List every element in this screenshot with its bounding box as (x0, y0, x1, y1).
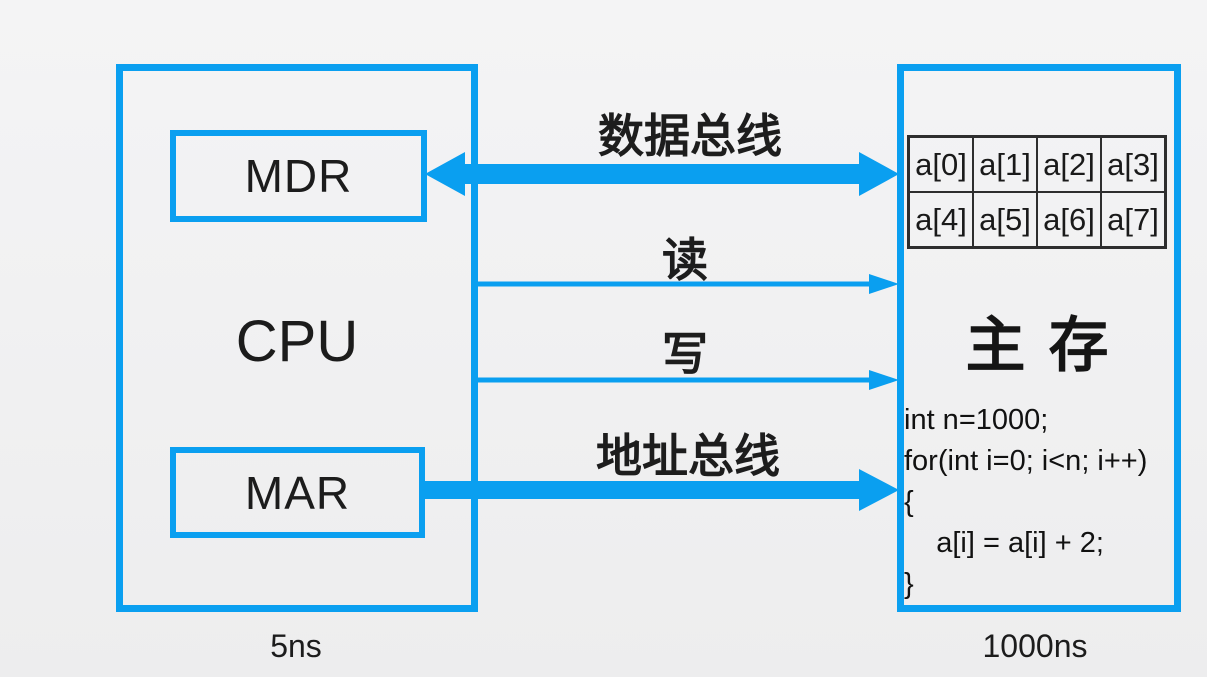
mar-box: MAR (170, 447, 425, 538)
memory-array-table: a[0] a[1] a[2] a[3] a[4] a[5] a[6] a[7] (907, 135, 1167, 249)
code-line: for(int i=0; i<n; i++) (904, 445, 1148, 477)
code-line: { (904, 486, 914, 518)
memory-title: 主 存 (965, 313, 1113, 379)
code-line: int n=1000; (904, 404, 1049, 436)
array-cell: a[6] (1037, 192, 1101, 247)
mdr-box: MDR (170, 130, 427, 222)
mar-label: MAR (244, 466, 351, 519)
address-bus-label: 地址总线 (596, 431, 780, 482)
array-cell: a[5] (973, 192, 1037, 247)
mdr-label: MDR (244, 150, 353, 202)
array-cell: a[4] (909, 192, 973, 247)
code-line: } (904, 568, 914, 600)
data-bus-label: 数据总线 (598, 111, 782, 162)
array-cell: a[3] (1101, 137, 1165, 192)
code-line: a[i] = a[i] + 2; (904, 527, 1104, 559)
memory-code: int n=1000; for(int i=0; i<n; i++) { a[i… (904, 400, 1176, 605)
array-cell: a[0] (909, 137, 973, 192)
read-label: 读 (662, 235, 708, 286)
array-cell: a[1] (973, 137, 1037, 192)
memory-time-label: 1000ns (982, 628, 1088, 664)
cpu-label: CPU (235, 309, 359, 374)
cpu-time-label: 5ns (270, 628, 322, 664)
memory-box (897, 64, 1181, 612)
array-cell: a[7] (1101, 192, 1165, 247)
array-cell: a[2] (1037, 137, 1101, 192)
cpu-box (116, 64, 478, 612)
write-label: 写 (662, 329, 708, 380)
